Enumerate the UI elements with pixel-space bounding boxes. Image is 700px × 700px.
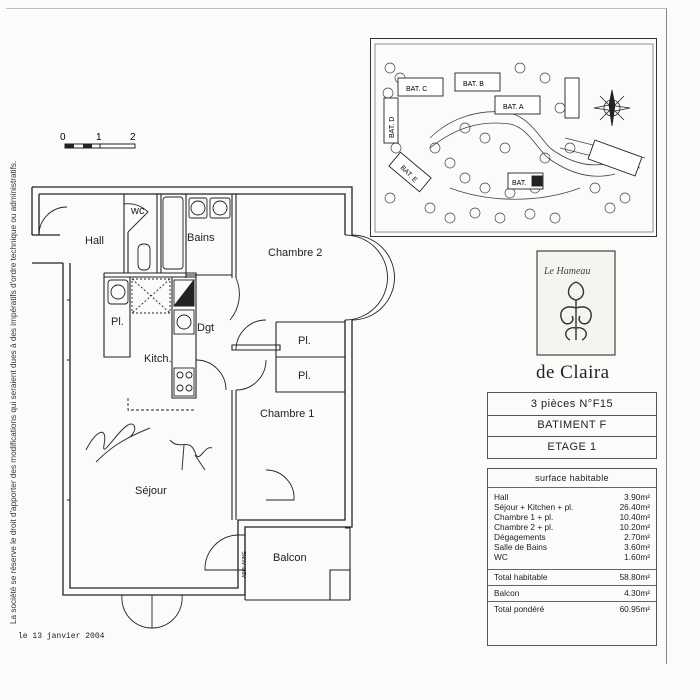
surface-row-value: 2.70m² [624,532,650,542]
surface-row-label: Séjour + Kitchen + pl. [494,502,574,512]
surface-row: Chambre 1 + pl. 10.40m² [488,512,656,522]
title-floor: ETAGE 1 [487,436,657,459]
room-chambre-2: Chambre 2 [268,247,322,259]
drawing-sheet [6,8,667,664]
scale-bar: 0 1 2 [60,132,136,149]
surface-total-habitable: Total habitable 58.80m² [488,569,656,585]
room-degagement: Dgt [197,322,214,334]
site-label-bat-d: BAT. D [389,117,396,138]
doors [38,203,395,629]
surface-row: Dégagements 2.70m² [488,532,656,542]
surface-row-value: 10.20m² [619,522,650,532]
surface-total-habitable-label: Total habitable [494,572,548,582]
surface-total-pondere-label: Total pondéré [494,604,545,614]
scale-label-2: 2 [130,132,136,143]
surface-balcon: Balcon 4.30m² [488,585,656,601]
surface-row-label: Salle de Bains [494,542,548,552]
legal-side-note: La société se réserve le droit d'apporte… [9,161,18,624]
compass-rose-icon [593,89,631,127]
wall-bracket-label: ABRI ANNÉ [241,551,248,578]
title-apartment-text: 3 pièces N°F15 [530,398,614,410]
surface-row-label: Hall [494,492,509,502]
inner-walls [103,194,351,601]
surface-row: Chambre 2 + pl. 10.20m² [488,522,656,532]
legal-side-note-text: La société se réserve le droit d'apporte… [9,161,18,624]
surface-total-pondere-value: 60.95m² [619,604,650,614]
surface-row-value: 3.90m² [624,492,650,502]
site-label-bat-f: BAT. [512,180,526,187]
room-kitchen: Kitch. [144,353,172,365]
surface-row-label: Dégagements [494,532,546,542]
room-placard-left: Pl. [111,316,124,328]
site-label-bat-c: BAT. C [406,86,427,93]
title-building: BATIMENT F [487,414,657,437]
surface-balcon-label: Balcon [494,588,520,598]
scale-label-0: 0 [60,132,66,143]
scale-label-1: 1 [96,132,102,143]
site-trees [382,62,631,224]
room-wc: wc [130,205,145,217]
surface-row: Hall 3.90m² [488,492,656,502]
room-placard-top: Pl. [298,335,311,347]
signature-marks [85,423,213,471]
title-apartment: 3 pièces N°F15 [487,392,657,416]
brand-ornament-icon [560,281,592,341]
brand-logo: Le Hameau [536,250,616,356]
surface-header: surface habitable [488,469,656,488]
surface-row: Salle de Bains 3.60m² [488,542,656,552]
brand-name: de Claira [536,362,610,383]
site-plan: BAT. C BAT. B BAT. A BAT. D BAT. E BAT. [370,38,657,237]
plan-date: le 13 janvier 2004 [18,632,105,641]
surface-total-habitable-value: 58.80m² [619,572,650,582]
room-sejour: Séjour [135,485,167,497]
surface-row-value: 3.60m² [624,542,650,552]
surface-table: surface habitable Hall 3.90m² Séjour + K… [487,468,657,646]
title-building-text: BATIMENT F [537,419,607,431]
site-buildings [383,72,643,193]
site-label-bat-a: BAT. A [503,104,524,111]
room-balcon: Balcon [273,552,307,564]
surface-row-value: 1.60m² [624,552,650,562]
room-placard-bottom: Pl. [298,370,311,382]
brand-script: Le Hameau [543,266,590,277]
surface-row-label: Chambre 1 + pl. [494,512,554,522]
fixtures [67,196,231,501]
surface-row-value: 10.40m² [619,512,650,522]
room-chambre-1: Chambre 1 [260,408,314,420]
surface-total-pondere: Total pondéré 60.95m² [488,601,656,617]
site-label-bat-b: BAT. B [463,81,484,88]
surface-row-label: Chambre 2 + pl. [494,522,554,532]
balcony-doors [238,534,245,571]
surface-row-value: 26.40m² [619,502,650,512]
outer-walls [31,186,353,596]
surface-balcon-value: 4.30m² [624,588,650,598]
room-bains: Bains [187,232,215,244]
surface-row: Séjour + Kitchen + pl. 26.40m² [488,502,656,512]
surface-row: WC 1.60m² [488,552,656,562]
room-hall: Hall [85,235,104,247]
surface-row-label: WC [494,552,508,562]
title-floor-text: ETAGE 1 [547,441,597,453]
